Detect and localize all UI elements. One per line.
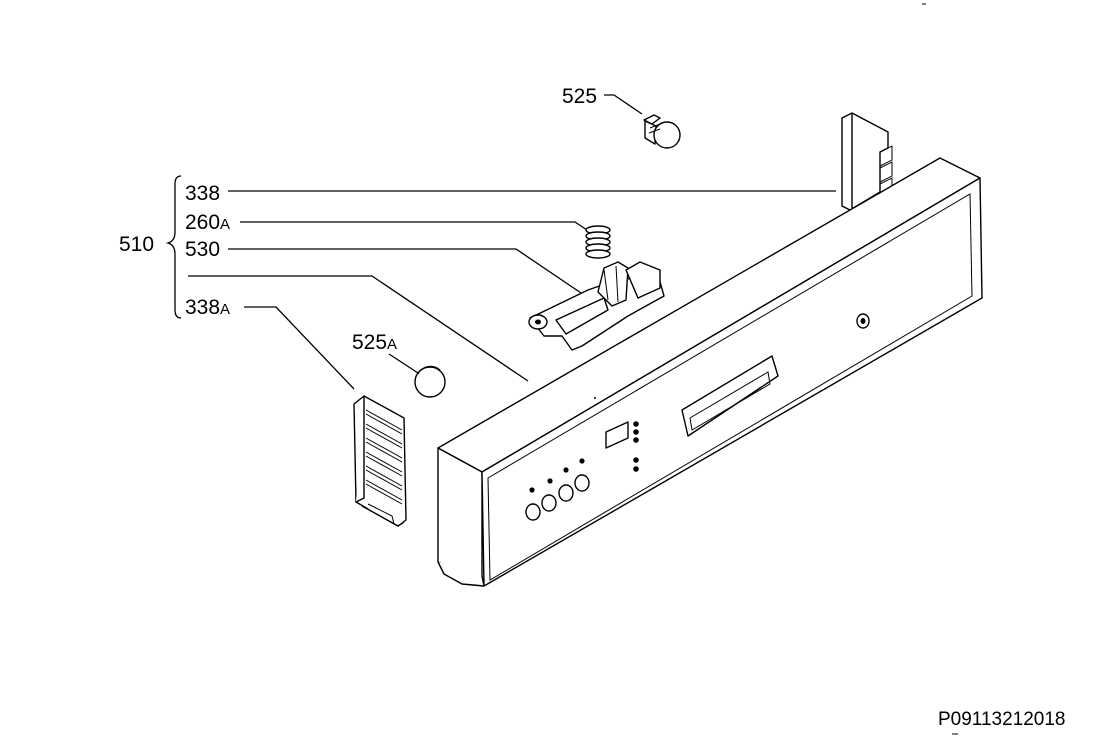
part-338-bracket bbox=[841, 112, 893, 211]
label-260a: 260A bbox=[185, 211, 230, 234]
part-525-lamp bbox=[643, 114, 681, 149]
part-338a-grille bbox=[353, 395, 407, 527]
label-530: 530 bbox=[185, 238, 220, 261]
leader-lines bbox=[188, 94, 836, 390]
part-labels: 525 338 260A 510 530 338A 525A P09113212… bbox=[119, 85, 1066, 730]
label-338a: 338A bbox=[185, 296, 230, 319]
part-525a-button-cap bbox=[414, 365, 446, 398]
label-510: 510 bbox=[119, 233, 154, 256]
reference-code: P09113212018 bbox=[938, 709, 1066, 730]
label-525a: 525A bbox=[352, 331, 397, 354]
part-510-control-panel bbox=[437, 157, 983, 587]
group-brace bbox=[165, 175, 182, 319]
part-260a-spring bbox=[585, 225, 611, 259]
label-338: 338 bbox=[185, 182, 220, 205]
part-530-lever bbox=[528, 261, 665, 351]
label-525: 525 bbox=[562, 85, 597, 108]
